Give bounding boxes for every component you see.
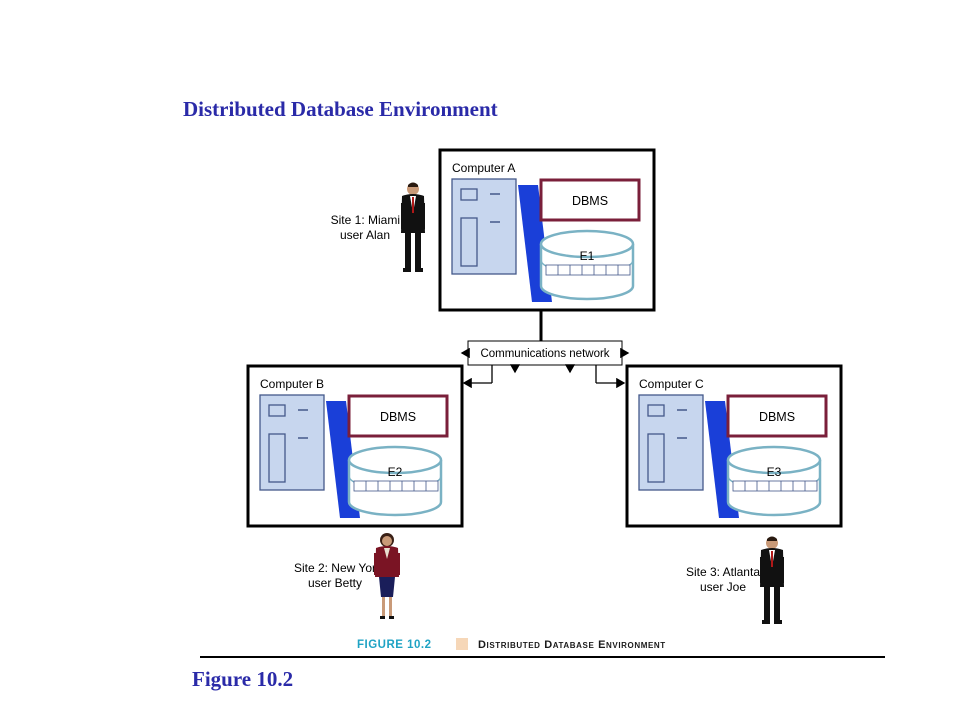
- figure-reference: Figure 10.2: [192, 667, 294, 691]
- caption-swatch: [456, 638, 468, 650]
- database-cylinder-icon: [726, 445, 822, 517]
- network-label: Communications network: [480, 348, 609, 360]
- dbms-box: [347, 394, 449, 438]
- computer-a-label: Computer A: [452, 161, 515, 175]
- db-label: E2: [388, 465, 403, 479]
- pc-tower-icon: [451, 178, 517, 275]
- network-links: [460, 310, 630, 389]
- site-1-location: Site 1: Miami: [331, 213, 400, 227]
- site-2-location: Site 2: New York: [294, 561, 383, 575]
- caption-figure-number: FIGURE 10.2: [357, 639, 432, 651]
- dbms-label: DBMS: [759, 410, 795, 424]
- slide-title: Distributed Database Environment: [183, 97, 498, 121]
- computer-c-label: Computer C: [639, 377, 704, 391]
- pc-tower-icon: [638, 394, 704, 491]
- dbms-box: [726, 394, 828, 438]
- dbms-label: DBMS: [572, 194, 608, 208]
- database-cylinder-icon: [539, 229, 635, 301]
- site-3-location: Site 3: Atlanta: [686, 565, 760, 579]
- person-joe-icon: [760, 536, 784, 624]
- site-2-user: user Betty: [308, 576, 362, 590]
- database-cylinder-icon: [347, 445, 443, 517]
- person-alan-icon: [401, 182, 425, 272]
- dbms-box: [539, 178, 641, 222]
- dbms-label: DBMS: [380, 410, 416, 424]
- caption-text: Distributed Database Environment: [478, 639, 666, 651]
- computer-b-label: Computer B: [260, 377, 324, 391]
- site-1-user: user Alan: [340, 228, 390, 242]
- pc-tower-icon: [259, 394, 325, 491]
- computer-c: Computer C DBMS E3: [625, 364, 843, 528]
- site-3-user: user Joe: [700, 580, 746, 594]
- computer-a: Computer A DBMS E1: [438, 148, 656, 312]
- computer-b: Computer B DBMS E2: [246, 364, 464, 528]
- person-betty-icon: [374, 533, 400, 619]
- db-label: E1: [580, 249, 595, 263]
- db-label: E3: [767, 465, 782, 479]
